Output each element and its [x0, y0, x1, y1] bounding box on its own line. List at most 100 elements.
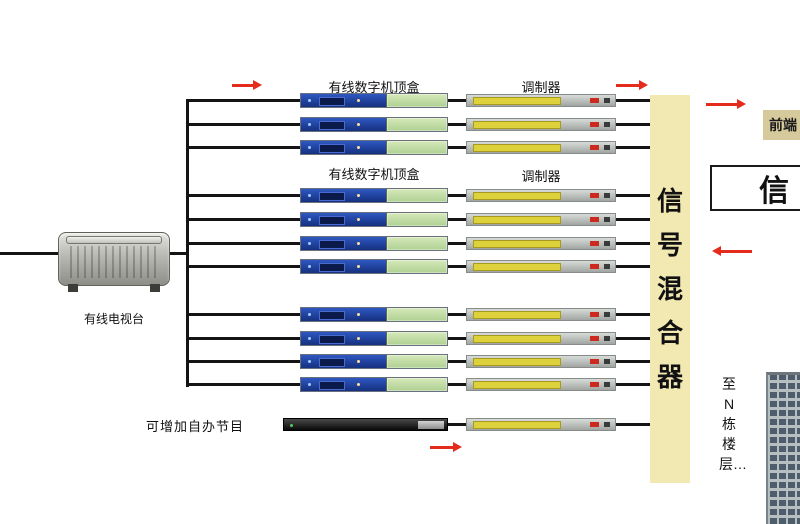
stb-to-modulator-line: [448, 242, 466, 245]
modulator-red-indicator: [590, 382, 599, 387]
signal-chain-row: [186, 331, 652, 347]
modulator-stripe: [473, 335, 561, 343]
modulator-knob: [604, 422, 610, 427]
stb-display-window: [319, 121, 345, 130]
modulator-to-mixer-line: [616, 123, 652, 126]
modulator-stripe: [473, 192, 561, 200]
modulator-stripe: [473, 121, 561, 129]
modulator-stripe: [473, 216, 561, 224]
modulator-knob: [604, 264, 610, 269]
modulator-device: [466, 378, 616, 391]
stb-to-modulator-line: [448, 218, 466, 221]
modulator-knob: [604, 217, 610, 222]
branch-line: [186, 313, 300, 316]
arrow-tail: [616, 84, 640, 87]
modulator-to-mixer-line: [616, 218, 652, 221]
cable-station-label: 有线电视台: [83, 312, 144, 326]
modulator-to-mixer-line: [616, 242, 652, 245]
self-program-device: [283, 418, 448, 431]
device-panel: [418, 421, 444, 429]
modulator-stripe: [473, 97, 561, 105]
modulator-device: [466, 308, 616, 321]
signal-chain-row: [186, 236, 652, 252]
arrow-head: [737, 99, 746, 109]
led-indicator: [308, 194, 311, 197]
amplifier-lid: [66, 236, 162, 244]
signal-chain-row: [186, 259, 652, 275]
modulator-stripe: [473, 381, 561, 389]
front-end-box: 前端: [763, 110, 800, 140]
stb-cover: [385, 355, 447, 368]
stb-front-panel: [301, 332, 386, 345]
branch-line: [186, 146, 300, 149]
modulator-device: [466, 260, 616, 273]
modulator-stripe: [473, 311, 561, 319]
stb-front-panel: [301, 355, 386, 368]
led-indicator: [308, 123, 311, 126]
self-program-row: [186, 417, 652, 433]
stb-front-panel: [301, 260, 386, 273]
led-indicator: [357, 146, 360, 149]
flow-arrow-right: [430, 442, 462, 453]
modulator-red-indicator: [590, 217, 599, 222]
led-indicator: [357, 123, 360, 126]
led-indicator: [357, 99, 360, 102]
stb-front-panel: [301, 308, 386, 321]
signal-label-box: 信: [710, 165, 800, 211]
flow-arrow-right: [232, 80, 262, 91]
modulator-to-mixer-line: [616, 383, 652, 386]
modulator-stripe: [473, 263, 561, 271]
stb-cover: [385, 237, 447, 250]
stb-front-panel: [301, 118, 386, 131]
stb-display-window: [319, 144, 345, 153]
led-indicator: [308, 242, 311, 245]
arrow-tail: [720, 250, 752, 253]
stb-display-window: [319, 381, 345, 390]
stb-front-panel: [301, 141, 386, 154]
modulator-device: [466, 118, 616, 131]
amplifier-port: [68, 284, 78, 292]
stb-to-modulator-line: [448, 337, 466, 340]
flow-arrow-right: [706, 99, 746, 110]
stb-front-panel: [301, 94, 386, 107]
stb-cover: [385, 141, 447, 154]
branch-line: [186, 242, 300, 245]
modulator-to-mixer-line: [616, 360, 652, 363]
led-indicator: [308, 146, 311, 149]
set-top-box-device: [300, 331, 448, 346]
led-indicator: [308, 99, 311, 102]
stb-to-modulator-line: [448, 123, 466, 126]
branch-line: [186, 194, 300, 197]
stb-front-panel: [301, 189, 386, 202]
modulator-to-mixer-line: [616, 313, 652, 316]
signal-chain-row: [186, 117, 652, 133]
modulator-red-indicator: [590, 359, 599, 364]
modulator-red-indicator: [590, 336, 599, 341]
stb-to-modulator-line: [448, 99, 466, 102]
stb-cover: [385, 189, 447, 202]
signal-chain-row: [186, 212, 652, 228]
modulator-red-indicator: [590, 241, 599, 246]
arrow-head: [639, 80, 648, 90]
modulator-knob: [604, 336, 610, 341]
stb-to-modulator-line: [448, 194, 466, 197]
flow-arrow-right: [616, 80, 648, 91]
modulator-device: [466, 237, 616, 250]
stb-group1-label: 有线数字机顶盒: [328, 80, 420, 95]
front-end-label: 前端: [769, 117, 797, 133]
modulator-knob: [604, 359, 610, 364]
stb-to-modulator-line: [448, 360, 466, 363]
modulator-group2-label: 调制器: [521, 169, 561, 184]
modulator-knob: [604, 145, 610, 150]
stb-to-modulator-line: [448, 383, 466, 386]
led-indicator: [308, 360, 311, 363]
led-indicator: [357, 242, 360, 245]
stb-to-modulator-line: [448, 146, 466, 149]
stb-front-panel: [301, 378, 386, 391]
signal-chain-row: [186, 140, 652, 156]
stb-front-panel: [301, 237, 386, 250]
modulator-to-mixer-line: [616, 423, 652, 426]
branch-line: [186, 265, 300, 268]
stb-cover: [385, 260, 447, 273]
set-top-box-device: [300, 212, 448, 227]
